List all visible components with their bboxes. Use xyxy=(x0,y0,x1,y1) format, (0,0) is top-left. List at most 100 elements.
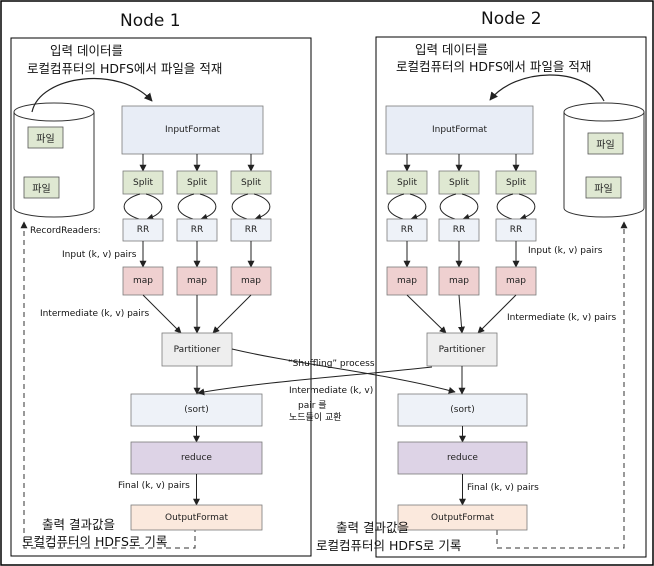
node1-split-rr-loop-2 xyxy=(231,193,249,220)
node2-file1-box xyxy=(587,132,624,155)
node1-map-label-1: map xyxy=(187,276,207,286)
node2-load-arrow xyxy=(489,74,605,102)
node1-split-rr-loop-2-right xyxy=(253,193,271,221)
node2-sort-label: (sort) xyxy=(450,405,475,415)
node1-reduce-label: reduce xyxy=(181,453,212,463)
node2-file2-box xyxy=(585,176,622,199)
node1-file1-box xyxy=(27,126,64,149)
node2-split-rr-loop-2-right xyxy=(518,193,536,221)
node2-map-box-0 xyxy=(386,266,428,296)
node2-input-note-line1: 입력 데이터를 xyxy=(415,42,488,57)
node1-flow xyxy=(121,105,272,531)
node1-split-rr-loop-1-right xyxy=(199,193,217,221)
node1-split-label-1: Split xyxy=(187,177,207,188)
node2-split-label-0: Split xyxy=(397,177,417,188)
node1-input-pairs-label: Input (k, v) pairs xyxy=(62,250,137,260)
node2-map-label-1: map xyxy=(449,276,469,286)
node1-split-rr-loop-0 xyxy=(123,193,141,220)
node2-arrow-map-part-0 xyxy=(406,294,447,334)
node2-disk xyxy=(563,102,645,218)
node2-split-rr-loop-1-right xyxy=(461,193,479,221)
node1-output-label: OutputFormat xyxy=(165,512,228,523)
node2-output-box xyxy=(397,504,528,531)
node2-panel xyxy=(375,36,647,558)
node1-rr-label-1: RR xyxy=(190,225,204,235)
node1-output-note-line1: 출력 결과값을 xyxy=(42,517,115,532)
node2-final-pairs-label: Final (k, v) pairs xyxy=(467,483,539,493)
shuffle-line3: 노드들이 교환 xyxy=(289,413,342,423)
node2-partitioner-label: Partitioner xyxy=(438,344,486,355)
node2-writeback-dashed xyxy=(496,221,628,549)
node2-split-box-0 xyxy=(386,170,428,195)
node1-map-label-2: map xyxy=(241,276,261,286)
node1-split-label-2: Split xyxy=(241,177,261,188)
node1-title: Node 1 xyxy=(120,11,181,31)
node2-arrow-map-part-1 xyxy=(458,294,465,334)
node1-map-box-0 xyxy=(122,266,164,296)
node1-map-box-2 xyxy=(230,266,272,296)
node1-final-pairs-label: Final (k, v) pairs xyxy=(118,481,190,491)
node1-partitioner-box xyxy=(161,332,233,367)
node1-output-box xyxy=(130,504,263,531)
node2-split-rr-loop-0 xyxy=(387,193,405,220)
node1-writeback-dashed xyxy=(20,221,196,549)
node2-split-rr-loop-0-right xyxy=(409,193,427,221)
node1-arrow-map-part-2 xyxy=(212,294,252,334)
node2-split-label-2: Split xyxy=(506,177,526,188)
node2-split-box-2 xyxy=(495,170,537,195)
node2-split-label-1: Split xyxy=(449,177,469,188)
node2-output-note-line1: 출력 결과값을 xyxy=(336,520,409,535)
node1-inputformat-label: InputFormat xyxy=(164,125,221,135)
node2-map-box-1 xyxy=(438,266,480,296)
node2-map-box-2 xyxy=(495,266,537,296)
node1-split-label-0: Split xyxy=(133,177,153,188)
node2-split-box-1 xyxy=(438,170,480,195)
node1-record-readers-label: RecordReaders: xyxy=(30,226,101,236)
node2-reduce-label: reduce xyxy=(447,453,478,463)
node1-inputformat-box xyxy=(121,105,264,155)
shuffle-arrow-2to1 xyxy=(197,366,433,396)
node2-output-note-line2: 로컬컴퓨터의 HDFS로 기록 xyxy=(316,538,462,553)
node2-flow xyxy=(385,105,537,531)
node1-panel xyxy=(10,37,312,557)
node2-split-rr-loop-1 xyxy=(439,193,457,220)
node2-input-note-line2: 로컬컴퓨터의 HDFS에서 파일을 적재 xyxy=(396,59,592,74)
node1-disk xyxy=(13,102,95,218)
node1-arrow-map-part-0 xyxy=(142,294,182,334)
node1-split-rr-loop-1 xyxy=(177,193,195,220)
node2-file2-label: 파일 xyxy=(594,184,613,195)
shuffle-line1: Intermediate (k, v) xyxy=(289,386,374,396)
node2-arrow-map-part-2 xyxy=(477,294,517,334)
node1-file2-label: 파일 xyxy=(32,184,51,195)
shuffle-process-label: “Shuffling” process xyxy=(288,359,375,369)
node2-split-rr-loop-2 xyxy=(496,193,514,220)
node2-output-label: OutputFormat xyxy=(431,512,494,523)
node1-file2-box xyxy=(23,176,60,199)
node1-split-box-0 xyxy=(122,170,164,195)
node1-sort-box xyxy=(130,393,263,427)
node1-rr-label-0: RR xyxy=(136,225,150,235)
shuffle-line2: pair 를 xyxy=(298,401,327,411)
node1-split-box-2 xyxy=(230,170,272,195)
node2-rr-label-2: RR xyxy=(509,225,523,235)
node1-map-label-0: map xyxy=(133,276,153,286)
node2-rr-label-0: RR xyxy=(400,225,414,235)
node2-inputformat-label: InputFormat xyxy=(431,125,488,135)
node2-inputformat-box xyxy=(385,105,534,155)
node2-intermediate-pairs-label: Intermediate (k, v) pairs xyxy=(507,313,617,323)
node2-rr-label-1: RR xyxy=(452,225,466,235)
node1-file1-label: 파일 xyxy=(36,134,55,145)
node1-input-note-line1: 입력 데이터를 xyxy=(50,43,123,58)
node1-split-rr-loop-0-right xyxy=(145,193,163,221)
node2-map-label-0: map xyxy=(397,276,417,286)
node1-reduce-box xyxy=(130,441,263,475)
node2-map-label-2: map xyxy=(506,276,526,286)
node1-rr-label-2: RR xyxy=(244,225,258,235)
node1-load-arrow xyxy=(31,78,153,113)
node1-input-note-line2: 로컬컴퓨터의 HDFS에서 파일을 적재 xyxy=(27,61,223,76)
node2-file1-label: 파일 xyxy=(596,140,615,151)
node2-input-pairs-label: Input (k, v) pairs xyxy=(528,246,603,256)
